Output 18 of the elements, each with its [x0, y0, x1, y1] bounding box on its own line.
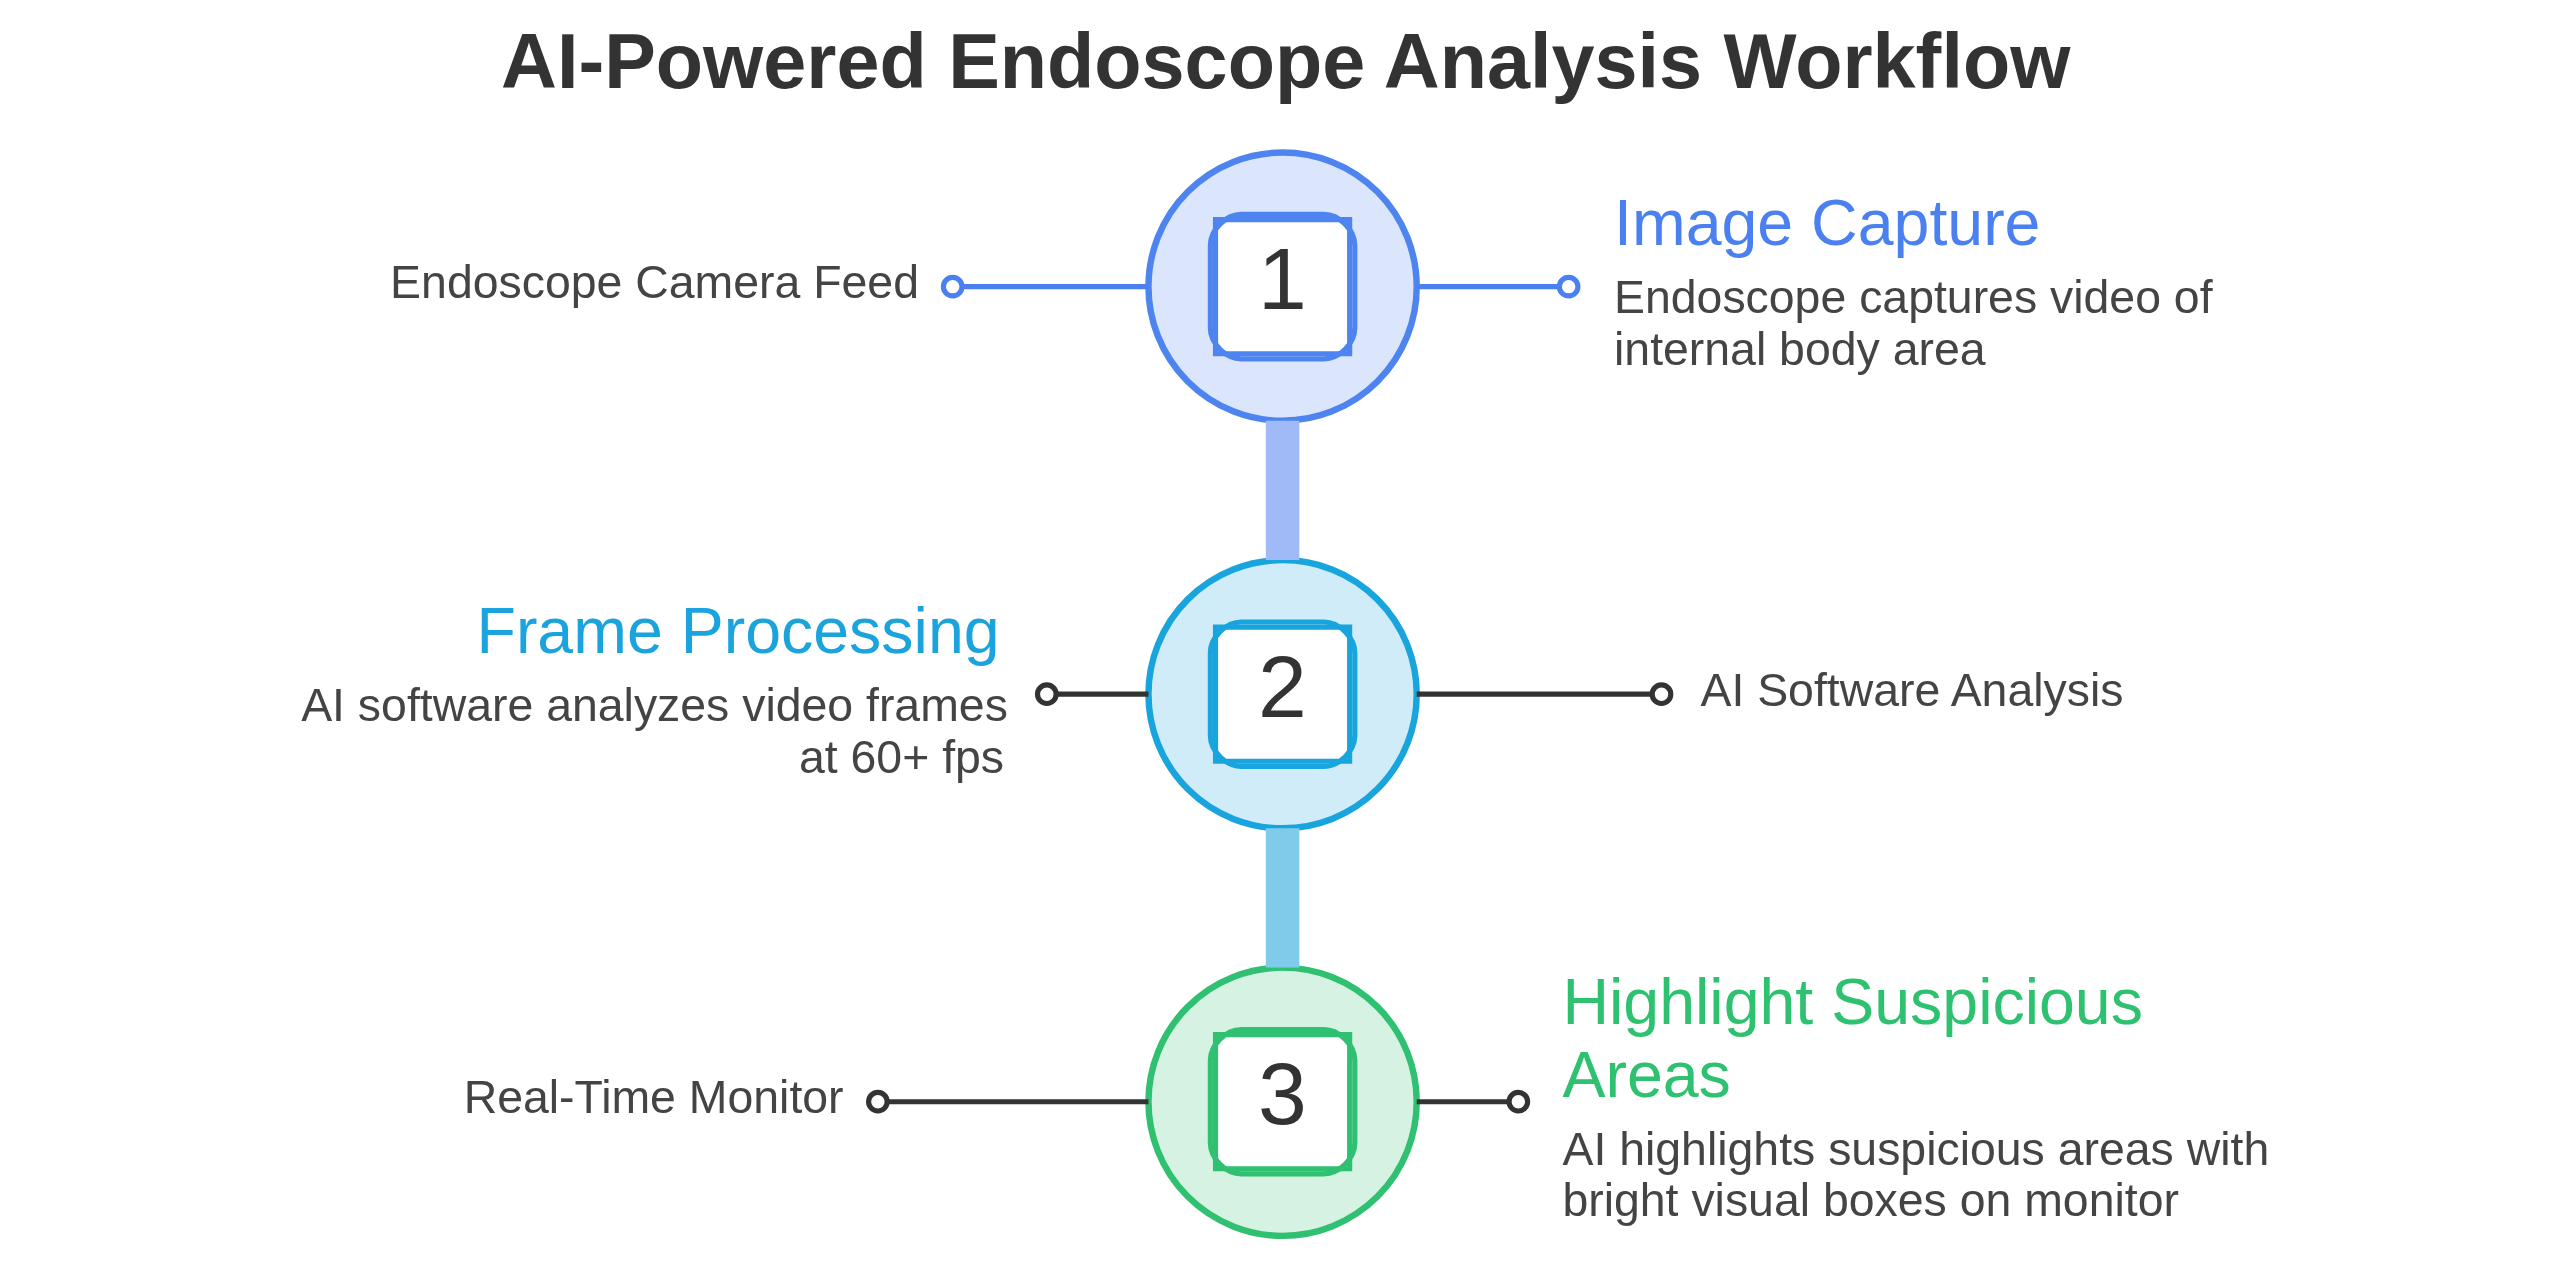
connector — [1265, 420, 1300, 561]
connector — [1416, 1089, 1531, 1114]
node-text: Real-Time Monitor — [463, 1071, 844, 1124]
connector — [1416, 682, 1674, 707]
node-circle: 3 — [1145, 964, 1420, 1240]
node-text: Endoscope Camera Feed — [390, 256, 919, 309]
node-circle: 1 — [1145, 149, 1420, 424]
node-text: Highlight Suspicious Areas AI highlights suspicious areas with bright visual boxes on monitor — [1562, 966, 2270, 1227]
connector — [940, 274, 1149, 299]
node-text: Frame Processing AI software analyzes video frames at 60+ fps — [301, 594, 1008, 783]
connector — [1034, 682, 1149, 707]
connector — [1265, 828, 1300, 968]
connector — [1416, 274, 1581, 299]
node-text: AI Software Analysis — [1700, 663, 2124, 716]
node-text: Image Capture Endoscope captures video of internal body area — [1614, 187, 2213, 376]
connector — [866, 1089, 1149, 1114]
diagram-title: AI-Powered Endoscope Analysis Workflow — [501, 18, 2071, 105]
node-circle: 2 — [1145, 556, 1420, 832]
